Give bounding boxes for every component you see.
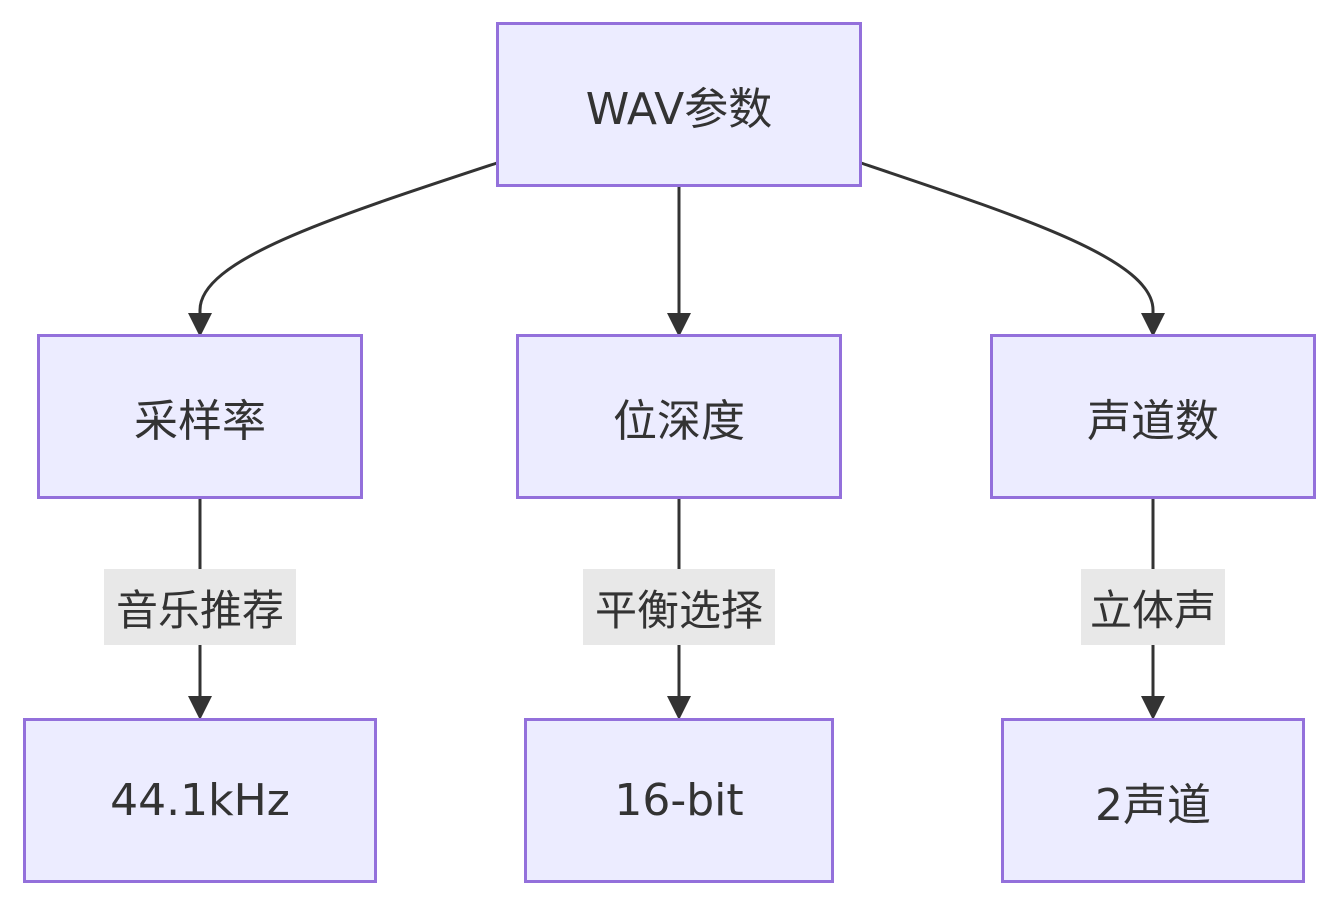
leaf-sample-rate-label: 44.1kHz <box>110 775 290 826</box>
leaf-channels-label: 2声道 <box>1095 779 1211 831</box>
node-sample-rate: 采样率 <box>37 334 363 499</box>
node-bit-depth-label: 位深度 <box>613 395 745 447</box>
root-node: WAV参数 <box>496 22 862 187</box>
edge-label-channels-text: 立体声 <box>1089 585 1216 635</box>
leaf-bit-depth-label: 16-bit <box>614 775 744 826</box>
edge-root-to-channels <box>860 161 1155 335</box>
root-node-label: WAV参数 <box>585 83 773 135</box>
arrowhead-leaf-sample-rate <box>188 696 212 720</box>
edge-root-to-sample-rate <box>198 161 498 335</box>
edge-label-channels: 立体声 <box>1081 569 1225 645</box>
arrowhead-bit-depth <box>667 313 691 337</box>
arrowhead-channels <box>1141 313 1165 337</box>
leaf-sample-rate: 44.1kHz <box>23 718 377 883</box>
node-channels-label: 声道数 <box>1087 395 1219 447</box>
edge-label-sample-rate: 音乐推荐 <box>104 569 296 645</box>
arrowhead-leaf-bit-depth <box>667 696 691 720</box>
node-sample-rate-label: 采样率 <box>134 395 266 447</box>
arrowhead-leaf-channels <box>1141 696 1165 720</box>
leaf-bit-depth: 16-bit <box>524 718 834 883</box>
edge-label-bit-depth-text: 平衡选择 <box>594 585 763 635</box>
edge-label-sample-rate-text: 音乐推荐 <box>115 585 284 635</box>
leaf-channels: 2声道 <box>1001 718 1305 883</box>
node-channels: 声道数 <box>990 334 1316 499</box>
edge-label-bit-depth: 平衡选择 <box>583 569 775 645</box>
arrowhead-sample-rate <box>188 313 212 337</box>
node-bit-depth: 位深度 <box>516 334 842 499</box>
